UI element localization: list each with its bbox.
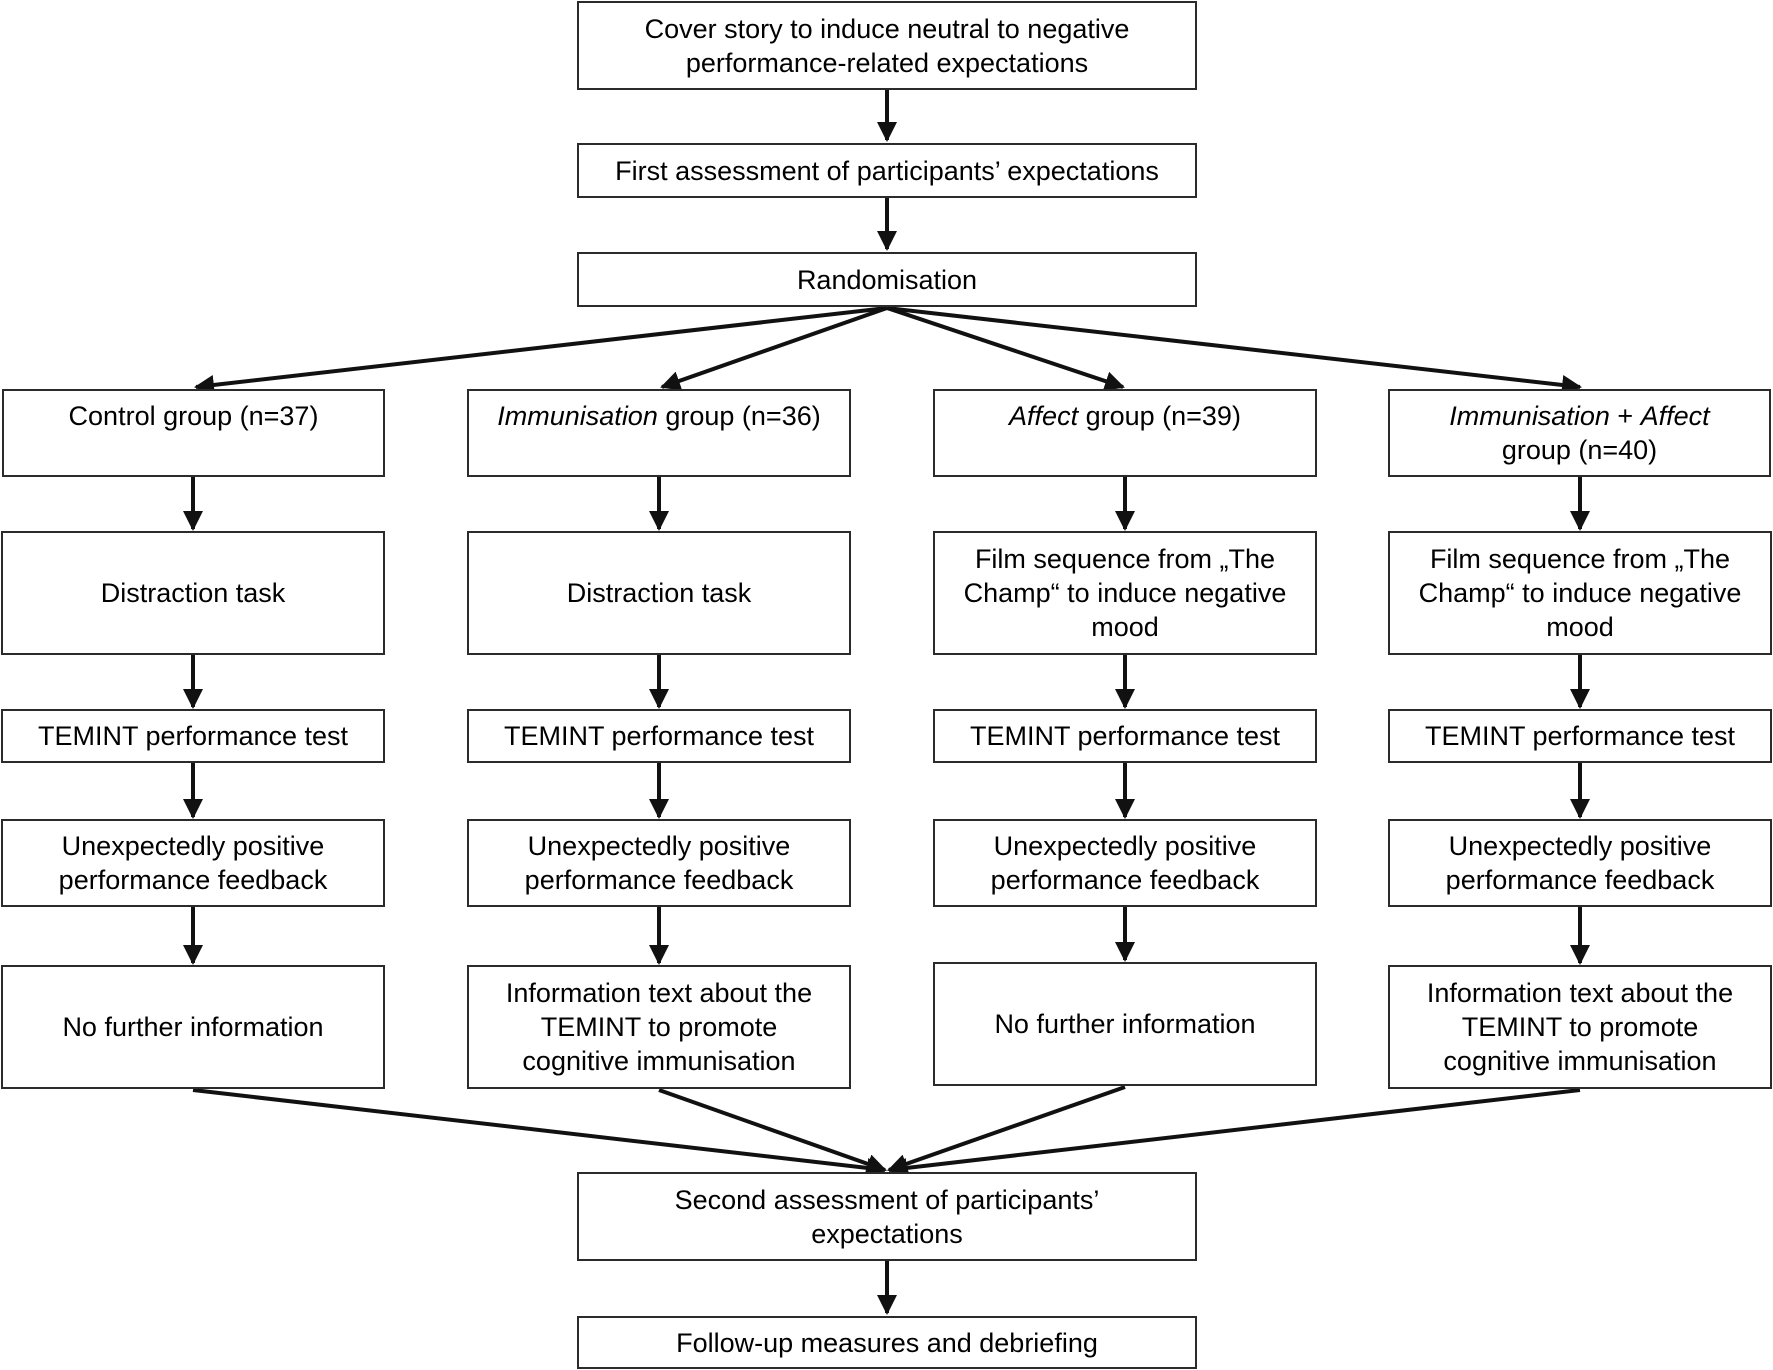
followup-box: Follow-up measures and debriefing xyxy=(577,1316,1197,1369)
g2-step4-box: Information text about the TEMINT to pro… xyxy=(467,965,851,1089)
affect-group-italic: Affect xyxy=(1009,401,1079,431)
g4-step1-box: Film sequence from „The Champ“ to induce… xyxy=(1388,531,1772,655)
combined-group-label-line-2: group (n=40) xyxy=(1501,435,1658,465)
g3-no-further-info: No further information xyxy=(994,1009,1256,1039)
g2-distraction-task: Distraction task xyxy=(566,578,752,608)
cover-story-line-2: performance-related expectations xyxy=(685,47,1089,78)
randomisation-box: Randomisation xyxy=(577,252,1197,307)
g2-info-line-1: Information text about the xyxy=(505,978,813,1008)
g3-feedback-line-2: performance feedback xyxy=(990,865,1260,895)
g4-feedback-line-1: Unexpectedly positive xyxy=(1448,831,1712,861)
arrow-g2-to-second xyxy=(658,1088,887,1174)
arrow-random-to-immunisation xyxy=(660,306,888,391)
cover-story-box: Cover story to induce neutral to negativ… xyxy=(577,1,1197,90)
g4-film-line-1: Film sequence from „The xyxy=(1429,544,1731,574)
g1-no-further-info: No further information xyxy=(62,1012,324,1042)
g3-film-line-2: Champ“ to induce negative xyxy=(963,578,1287,608)
g3-film-line-1: Film sequence from „The xyxy=(974,544,1276,574)
immunisation-group-italic: Immunisation xyxy=(497,401,658,431)
g3-step1-box: Film sequence from „The Champ“ to induce… xyxy=(933,531,1317,655)
immunisation-group-box: Immunisation group (n=36) xyxy=(467,389,851,477)
cover-story-line-1: Cover story to induce neutral to negativ… xyxy=(644,13,1130,44)
g3-temint-test: TEMINT performance test xyxy=(969,721,1281,751)
g4-info-line-2: TEMINT to promote xyxy=(1461,1012,1699,1042)
second-assessment-line-1: Second assessment of participants’ xyxy=(674,1184,1100,1215)
g3-step2-box: TEMINT performance test xyxy=(933,709,1317,763)
combined-group-italic-1: Immunisation xyxy=(1449,401,1610,431)
g2-step1-box: Distraction task xyxy=(467,531,851,655)
g4-temint-test: TEMINT performance test xyxy=(1424,721,1736,751)
g1-step4-box: No further information xyxy=(1,965,385,1089)
g2-feedback-line-2: performance feedback xyxy=(524,865,794,895)
arrow-random-to-affect xyxy=(886,306,1125,391)
affect-group-label: Affect group (n=39) xyxy=(1009,401,1241,431)
arrow-random-to-control xyxy=(194,306,888,395)
g4-feedback-line-2: performance feedback xyxy=(1445,865,1715,895)
arrow-g1-to-second xyxy=(192,1088,887,1178)
first-assessment-box: First assessment of participants’ expect… xyxy=(577,143,1197,198)
combined-group-plus: + xyxy=(1609,401,1641,431)
combined-group-label-line-1: Immunisation + Affect xyxy=(1449,399,1709,433)
g1-temint-test: TEMINT performance test xyxy=(37,721,349,751)
g1-feedback-line-1: Unexpectedly positive xyxy=(61,831,325,861)
combined-group-italic-2: Affect xyxy=(1640,401,1710,431)
randomisation-label: Randomisation xyxy=(796,264,978,295)
g1-step1-box: Distraction task xyxy=(1,531,385,655)
second-assessment-box: Second assessment of participants’ expec… xyxy=(577,1172,1197,1261)
g1-step2-box: TEMINT performance test xyxy=(1,709,385,763)
g1-distraction-task: Distraction task xyxy=(100,578,286,608)
first-assessment-label: First assessment of participants’ expect… xyxy=(615,155,1159,186)
g4-step2-box: TEMINT performance test xyxy=(1388,709,1772,763)
g1-feedback-line-2: performance feedback xyxy=(58,865,328,895)
g2-info-line-2: TEMINT to promote xyxy=(540,1012,778,1042)
arrow-random-to-combined xyxy=(886,306,1582,395)
immunisation-group-rest: group (n=36) xyxy=(657,401,821,431)
followup-label: Follow-up measures and debriefing xyxy=(676,1327,1098,1358)
g4-film-line-3: mood xyxy=(1546,612,1614,642)
immunisation-group-label: Immunisation group (n=36) xyxy=(497,401,820,431)
control-group-box: Control group (n=37) xyxy=(2,389,385,477)
combined-group-box: Immunisation + Affect group (n=40) xyxy=(1388,389,1771,477)
second-assessment-line-2: expectations xyxy=(811,1218,963,1249)
g3-feedback-line-1: Unexpectedly positive xyxy=(993,831,1257,861)
g4-step4-box: Information text about the TEMINT to pro… xyxy=(1388,965,1772,1089)
g4-info-line-3: cognitive immunisation xyxy=(1443,1046,1717,1076)
g2-feedback-line-1: Unexpectedly positive xyxy=(527,831,791,861)
affect-group-rest: group (n=39) xyxy=(1078,401,1241,431)
g3-film-line-3: mood xyxy=(1091,612,1159,642)
g4-step3-box: Unexpectedly positive performance feedba… xyxy=(1388,819,1772,907)
g4-film-line-2: Champ“ to induce negative xyxy=(1418,578,1742,608)
g2-step2-box: TEMINT performance test xyxy=(467,709,851,763)
arrow-g4-to-second xyxy=(887,1088,1581,1178)
g4-info-line-1: Information text about the xyxy=(1426,978,1734,1008)
affect-group-box: Affect group (n=39) xyxy=(933,389,1317,477)
arrow-g3-to-second xyxy=(887,1085,1126,1174)
g2-step3-box: Unexpectedly positive performance feedba… xyxy=(467,819,851,907)
g2-info-line-3: cognitive immunisation xyxy=(522,1046,796,1076)
g1-step3-box: Unexpectedly positive performance feedba… xyxy=(1,819,385,907)
g3-step4-box: No further information xyxy=(933,962,1317,1086)
g3-step3-box: Unexpectedly positive performance feedba… xyxy=(933,819,1317,907)
control-group-label: Control group (n=37) xyxy=(68,401,319,431)
g2-temint-test: TEMINT performance test xyxy=(503,721,815,751)
